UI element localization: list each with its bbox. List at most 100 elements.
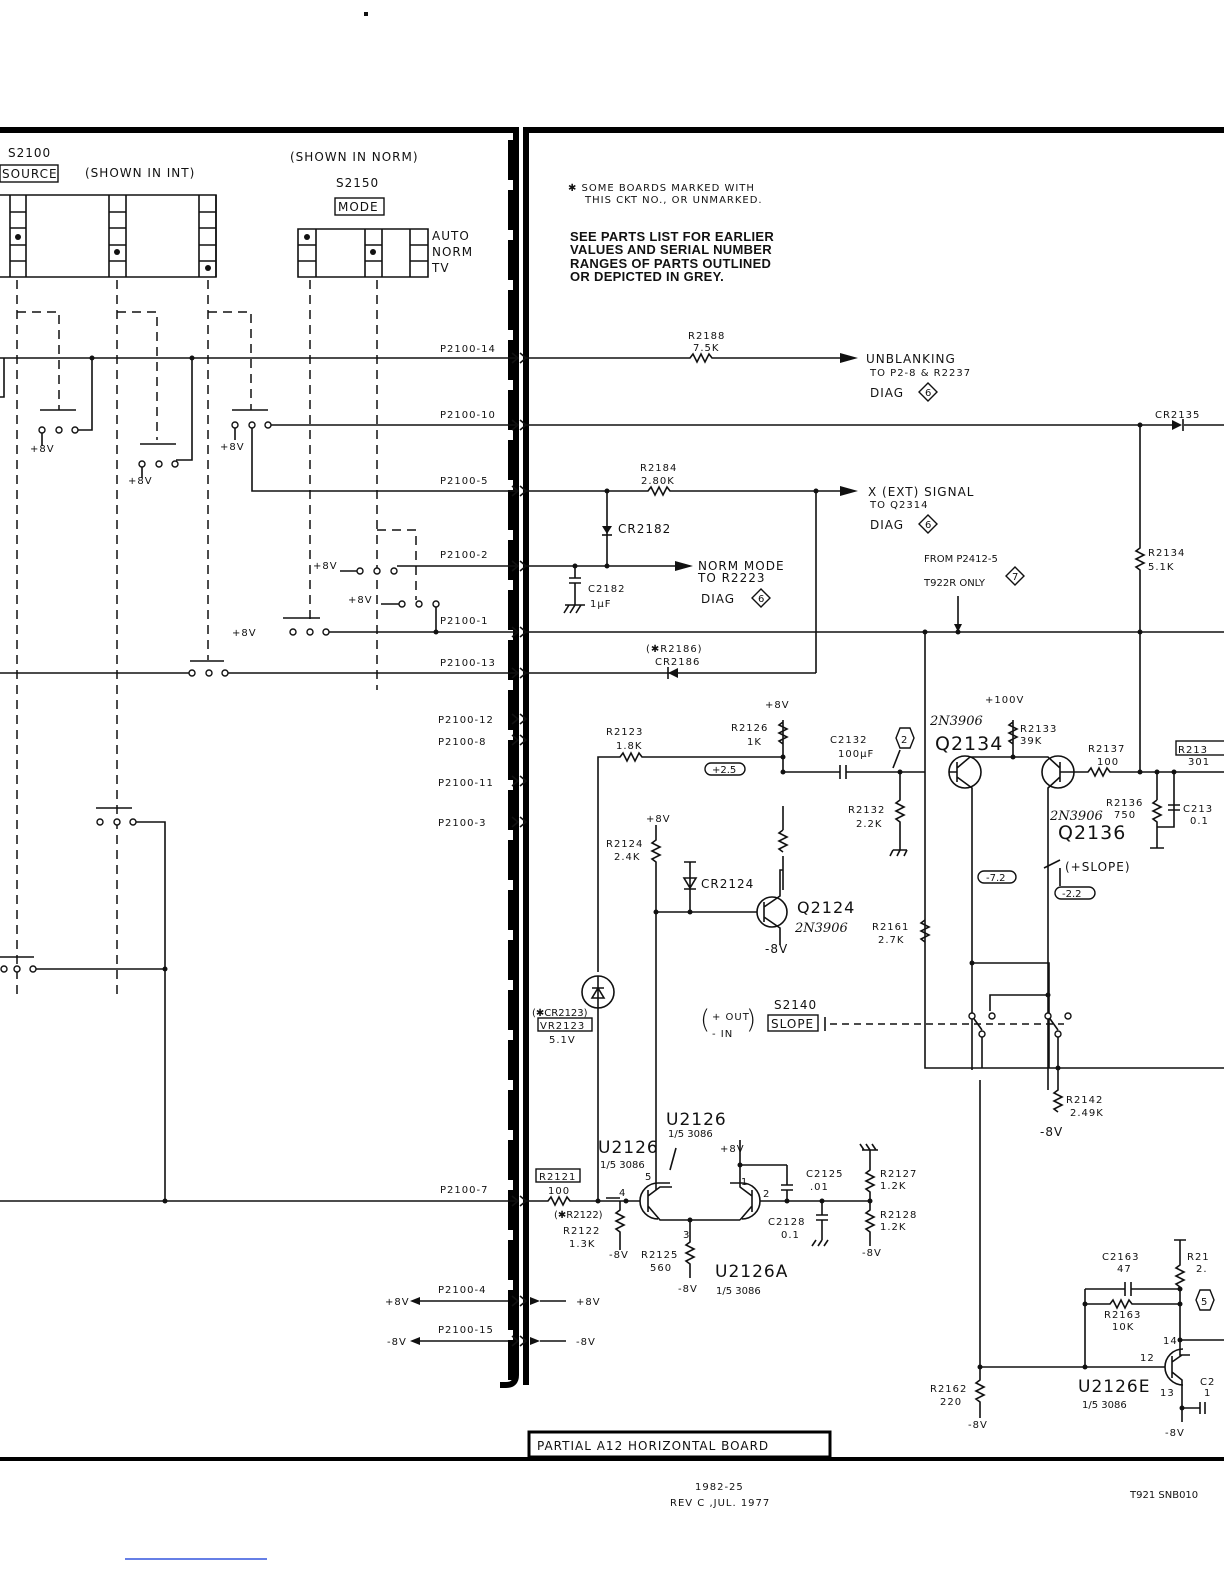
svg-text:RANGES OF PARTS OUTLINED: RANGES OF PARTS OUTLINED [570,256,771,271]
svg-text:2N3906: 2N3906 [794,921,848,936]
svg-text:7.5K: 7.5K [693,343,719,354]
svg-text:+8V: +8V [220,442,245,453]
svg-text:100: 100 [548,1186,570,1197]
svg-text:R2132: R2132 [848,805,885,816]
svg-text:-8V: -8V [968,1420,988,1431]
trigger-circuit [581,632,1224,1201]
svg-text:1/5 3086: 1/5 3086 [668,1129,713,1140]
svg-text:R2124: R2124 [606,839,643,850]
svg-text:6: 6 [925,388,931,399]
svg-text:2.2K: 2.2K [856,819,882,830]
svg-text:2.7K: 2.7K [878,935,904,946]
svg-text:VALUES AND SERIAL NUMBER: VALUES AND SERIAL NUMBER [570,242,772,257]
signal-labels: UNBLANKING TO P2-8 & R2237 DIAG 6 X (EXT… [697,352,1131,874]
svg-text:R2128: R2128 [880,1210,917,1221]
svg-text:1/5 3086: 1/5 3086 [716,1286,761,1297]
svg-text:(SHOWN IN NORM): (SHOWN IN NORM) [290,150,419,164]
svg-text:+8V: +8V [313,561,338,572]
svg-text:2N3906: 2N3906 [1049,809,1103,824]
svg-text:(+SLOPE): (+SLOPE) [1065,860,1131,874]
svg-text:U2126A: U2126A [715,1262,788,1282]
svg-text:100µF: 100µF [838,749,874,760]
revision: REV C ,JUL. 1977 [670,1498,770,1509]
svg-text:- IN: - IN [712,1029,733,1040]
svg-text:4: 4 [619,1188,626,1199]
svg-text:R2184: R2184 [640,463,677,474]
svg-text:S2150: S2150 [336,176,379,190]
svg-text:T922R ONLY: T922R ONLY [923,578,986,589]
svg-text:1.8K: 1.8K [616,741,642,752]
svg-text:1µF: 1µF [590,599,611,610]
svg-text:U2126: U2126 [598,1138,659,1158]
switch-s2150: (SHOWN IN NORM) S2150 MODE AUTO NORM TV [290,150,472,278]
svg-text:2.49K: 2.49K [1070,1108,1104,1119]
svg-text:CR2135: CR2135 [1155,410,1200,421]
svg-text:P2100-7: P2100-7 [440,1185,488,1196]
svg-text:+8V: +8V [765,700,790,711]
svg-text:C2: C2 [1200,1377,1215,1388]
svg-text:UNBLANKING: UNBLANKING [866,352,956,366]
svg-text:2: 2 [763,1189,770,1200]
svg-text:-2.2: -2.2 [1062,889,1082,900]
svg-text:S2140: S2140 [774,998,817,1012]
svg-text:P2100-8: P2100-8 [438,737,486,748]
svg-text:(✱R2122): (✱R2122) [554,1210,603,1221]
svg-text:CR2186: CR2186 [655,657,700,668]
svg-text:DIAG: DIAG [870,518,904,532]
u2126a-circuit [526,1140,878,1278]
svg-text:2.: 2. [1196,1264,1208,1275]
svg-text:Q2134: Q2134 [935,733,1003,755]
svg-text:1: 1 [741,1177,748,1188]
svg-text:THIS CKT NO., OR UNMARKED.: THIS CKT NO., OR UNMARKED. [584,195,763,206]
drawing-number: 1982-25 [695,1482,744,1493]
svg-text:+8V: +8V [720,1144,745,1155]
svg-text:1: 1 [1204,1388,1211,1399]
svg-text:R2121: R2121 [539,1172,576,1183]
svg-text:0.1: 0.1 [781,1230,800,1241]
svg-text:P2100-13: P2100-13 [440,658,496,669]
svg-text:R2125: R2125 [641,1250,678,1261]
svg-text:P2100-14: P2100-14 [440,344,496,355]
svg-text:+2.5: +2.5 [712,765,736,776]
svg-text:P2100-11: P2100-11 [438,778,494,789]
svg-text:R2137: R2137 [1088,744,1125,755]
model-serial: T921 SNB010 [1129,1490,1198,1501]
svg-text:750: 750 [1114,810,1136,821]
svg-text:R2126: R2126 [731,723,768,734]
svg-text:C2182: C2182 [588,584,625,595]
svg-text:R2162: R2162 [930,1384,967,1395]
svg-text:C213: C213 [1183,804,1213,815]
svg-text:P2100-1: P2100-1 [440,616,488,627]
svg-text:2.80K: 2.80K [641,476,675,487]
svg-text:U2126E: U2126E [1078,1377,1150,1397]
svg-text:+8V: +8V [232,628,257,639]
svg-text:10K: 10K [1112,1322,1134,1333]
svg-text:Q2124: Q2124 [797,898,855,917]
svg-text:+100V: +100V [985,695,1024,706]
svg-text:R2134: R2134 [1148,548,1185,559]
svg-text:✱ SOME BOARDS MARKED WITH: ✱ SOME BOARDS MARKED WITH [568,183,755,194]
svg-text:X (EXT) SIGNAL: X (EXT) SIGNAL [868,485,974,499]
switch-linkages [16,280,417,1000]
svg-text:P2100-15: P2100-15 [438,1325,494,1336]
svg-text:P2100-5: P2100-5 [440,476,488,487]
svg-text:R2127: R2127 [880,1169,917,1180]
svg-text:6: 6 [925,520,931,531]
test-points: 2 5 +2.5 -7.2 -2.2 [704,727,1215,1311]
svg-text:2: 2 [901,735,907,746]
svg-text:12: 12 [1140,1353,1155,1364]
svg-text:-8V: -8V [765,942,788,956]
svg-text:C2125: C2125 [806,1169,843,1180]
svg-text:1/5 3086: 1/5 3086 [600,1160,645,1171]
svg-text:220: 220 [940,1397,962,1408]
svg-text:301: 301 [1188,757,1210,768]
svg-text:DIAG: DIAG [870,386,904,400]
notes: ✱ SOME BOARDS MARKED WITH THIS CKT NO., … [568,183,774,284]
svg-text:5.1V: 5.1V [549,1035,576,1046]
svg-text:R21: R21 [1187,1252,1210,1263]
svg-text:(: ( [700,1005,711,1035]
svg-text:(✱R2186): (✱R2186) [646,644,703,655]
svg-text:NORM MODE: NORM MODE [698,559,785,573]
